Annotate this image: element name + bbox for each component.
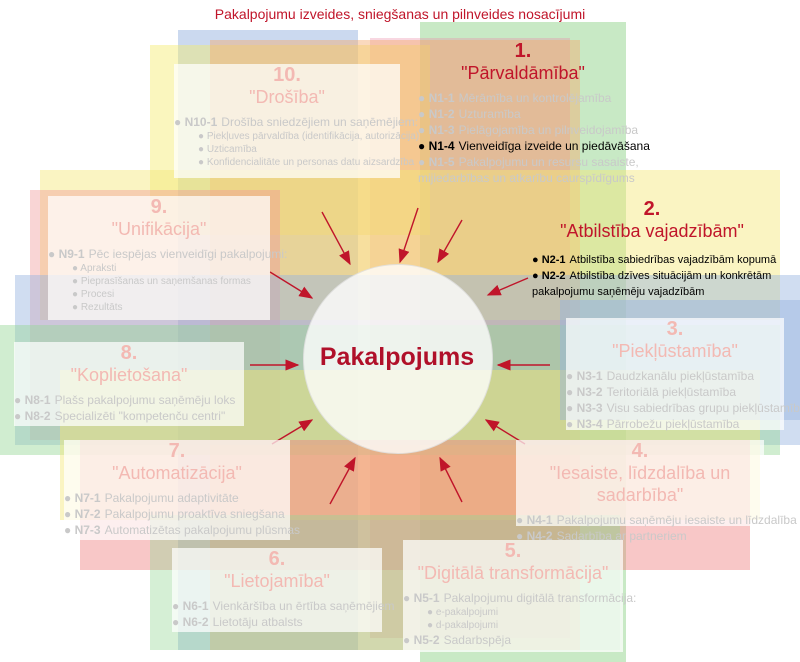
- sub-item: ● e-pakalpojumi: [427, 607, 499, 618]
- list-item-continuation: pakalpojumu saņēmēju vajadzībām: [532, 286, 705, 298]
- panel-number: 2.: [643, 198, 661, 220]
- arrow-from-p2b: [486, 277, 529, 296]
- panel-name: "Digitālā transformācija": [417, 563, 609, 583]
- panel-number: 1.: [514, 40, 532, 62]
- arrows: [250, 207, 550, 505]
- panel-name: "Automatizācija": [112, 463, 242, 483]
- sub-item: ● Procesi: [72, 289, 115, 300]
- sub-item: ● Konfidencialitāte un personas datu aiz…: [198, 157, 415, 168]
- panel-number: 8.: [120, 342, 138, 364]
- sub-item: ● Rezultāts: [72, 302, 123, 313]
- panel-number: 6.: [268, 548, 286, 570]
- panel-number: 10.: [273, 64, 301, 86]
- panel-iesaiste: 4. "Iesaiste, līdzdalība un sadarbība" ●…: [516, 440, 797, 543]
- panel-number: 4.: [631, 440, 649, 462]
- arrow-from-p2: [437, 219, 463, 264]
- sub-item: ● Piekļuves pārvaldība (identifikācija, …: [198, 131, 420, 142]
- arrow-from-p6: [329, 456, 356, 505]
- sub-item: ● d-pakalpojumi: [427, 620, 499, 631]
- panel-name: "Unifikācija": [111, 219, 207, 239]
- panel-name: "Iesaiste, līdzdalība un sadarbība": [549, 463, 731, 505]
- panel-name: "Drošība": [249, 87, 325, 107]
- panel-number: 5.: [504, 540, 522, 562]
- sub-item: ● Pieprasīšanas un saņemšanas formas: [72, 276, 251, 287]
- center-label: Pakalpojums: [319, 343, 475, 371]
- panel-number: 3.: [666, 318, 684, 340]
- panel-name: "Piekļūstamība": [612, 341, 738, 361]
- list-item-continuation: mijiedarbības un atkarību caurspīdīgums: [418, 171, 635, 185]
- center-circle: [303, 264, 493, 454]
- sub-item: ● Uzticamība: [198, 144, 257, 155]
- panel-name: "Lietojamība": [224, 571, 330, 591]
- panel-name: "Pārvaldāmība": [461, 63, 585, 83]
- arrow-from-p10: [321, 211, 351, 266]
- panel-name: "Koplietošana": [70, 365, 188, 385]
- panel-number: 9.: [150, 196, 168, 218]
- arrow-from-p1: [398, 207, 419, 264]
- panel-name: "Atbilstība vajadzībām": [560, 221, 744, 241]
- panel-number: 7.: [168, 440, 186, 462]
- sub-item: ● Apraksti: [72, 263, 117, 274]
- arrow-from-p5: [439, 456, 463, 503]
- arrow-from-p9: [269, 271, 314, 299]
- diagram-title: Pakalpojumu izveides, sniegšanas un piln…: [214, 6, 586, 22]
